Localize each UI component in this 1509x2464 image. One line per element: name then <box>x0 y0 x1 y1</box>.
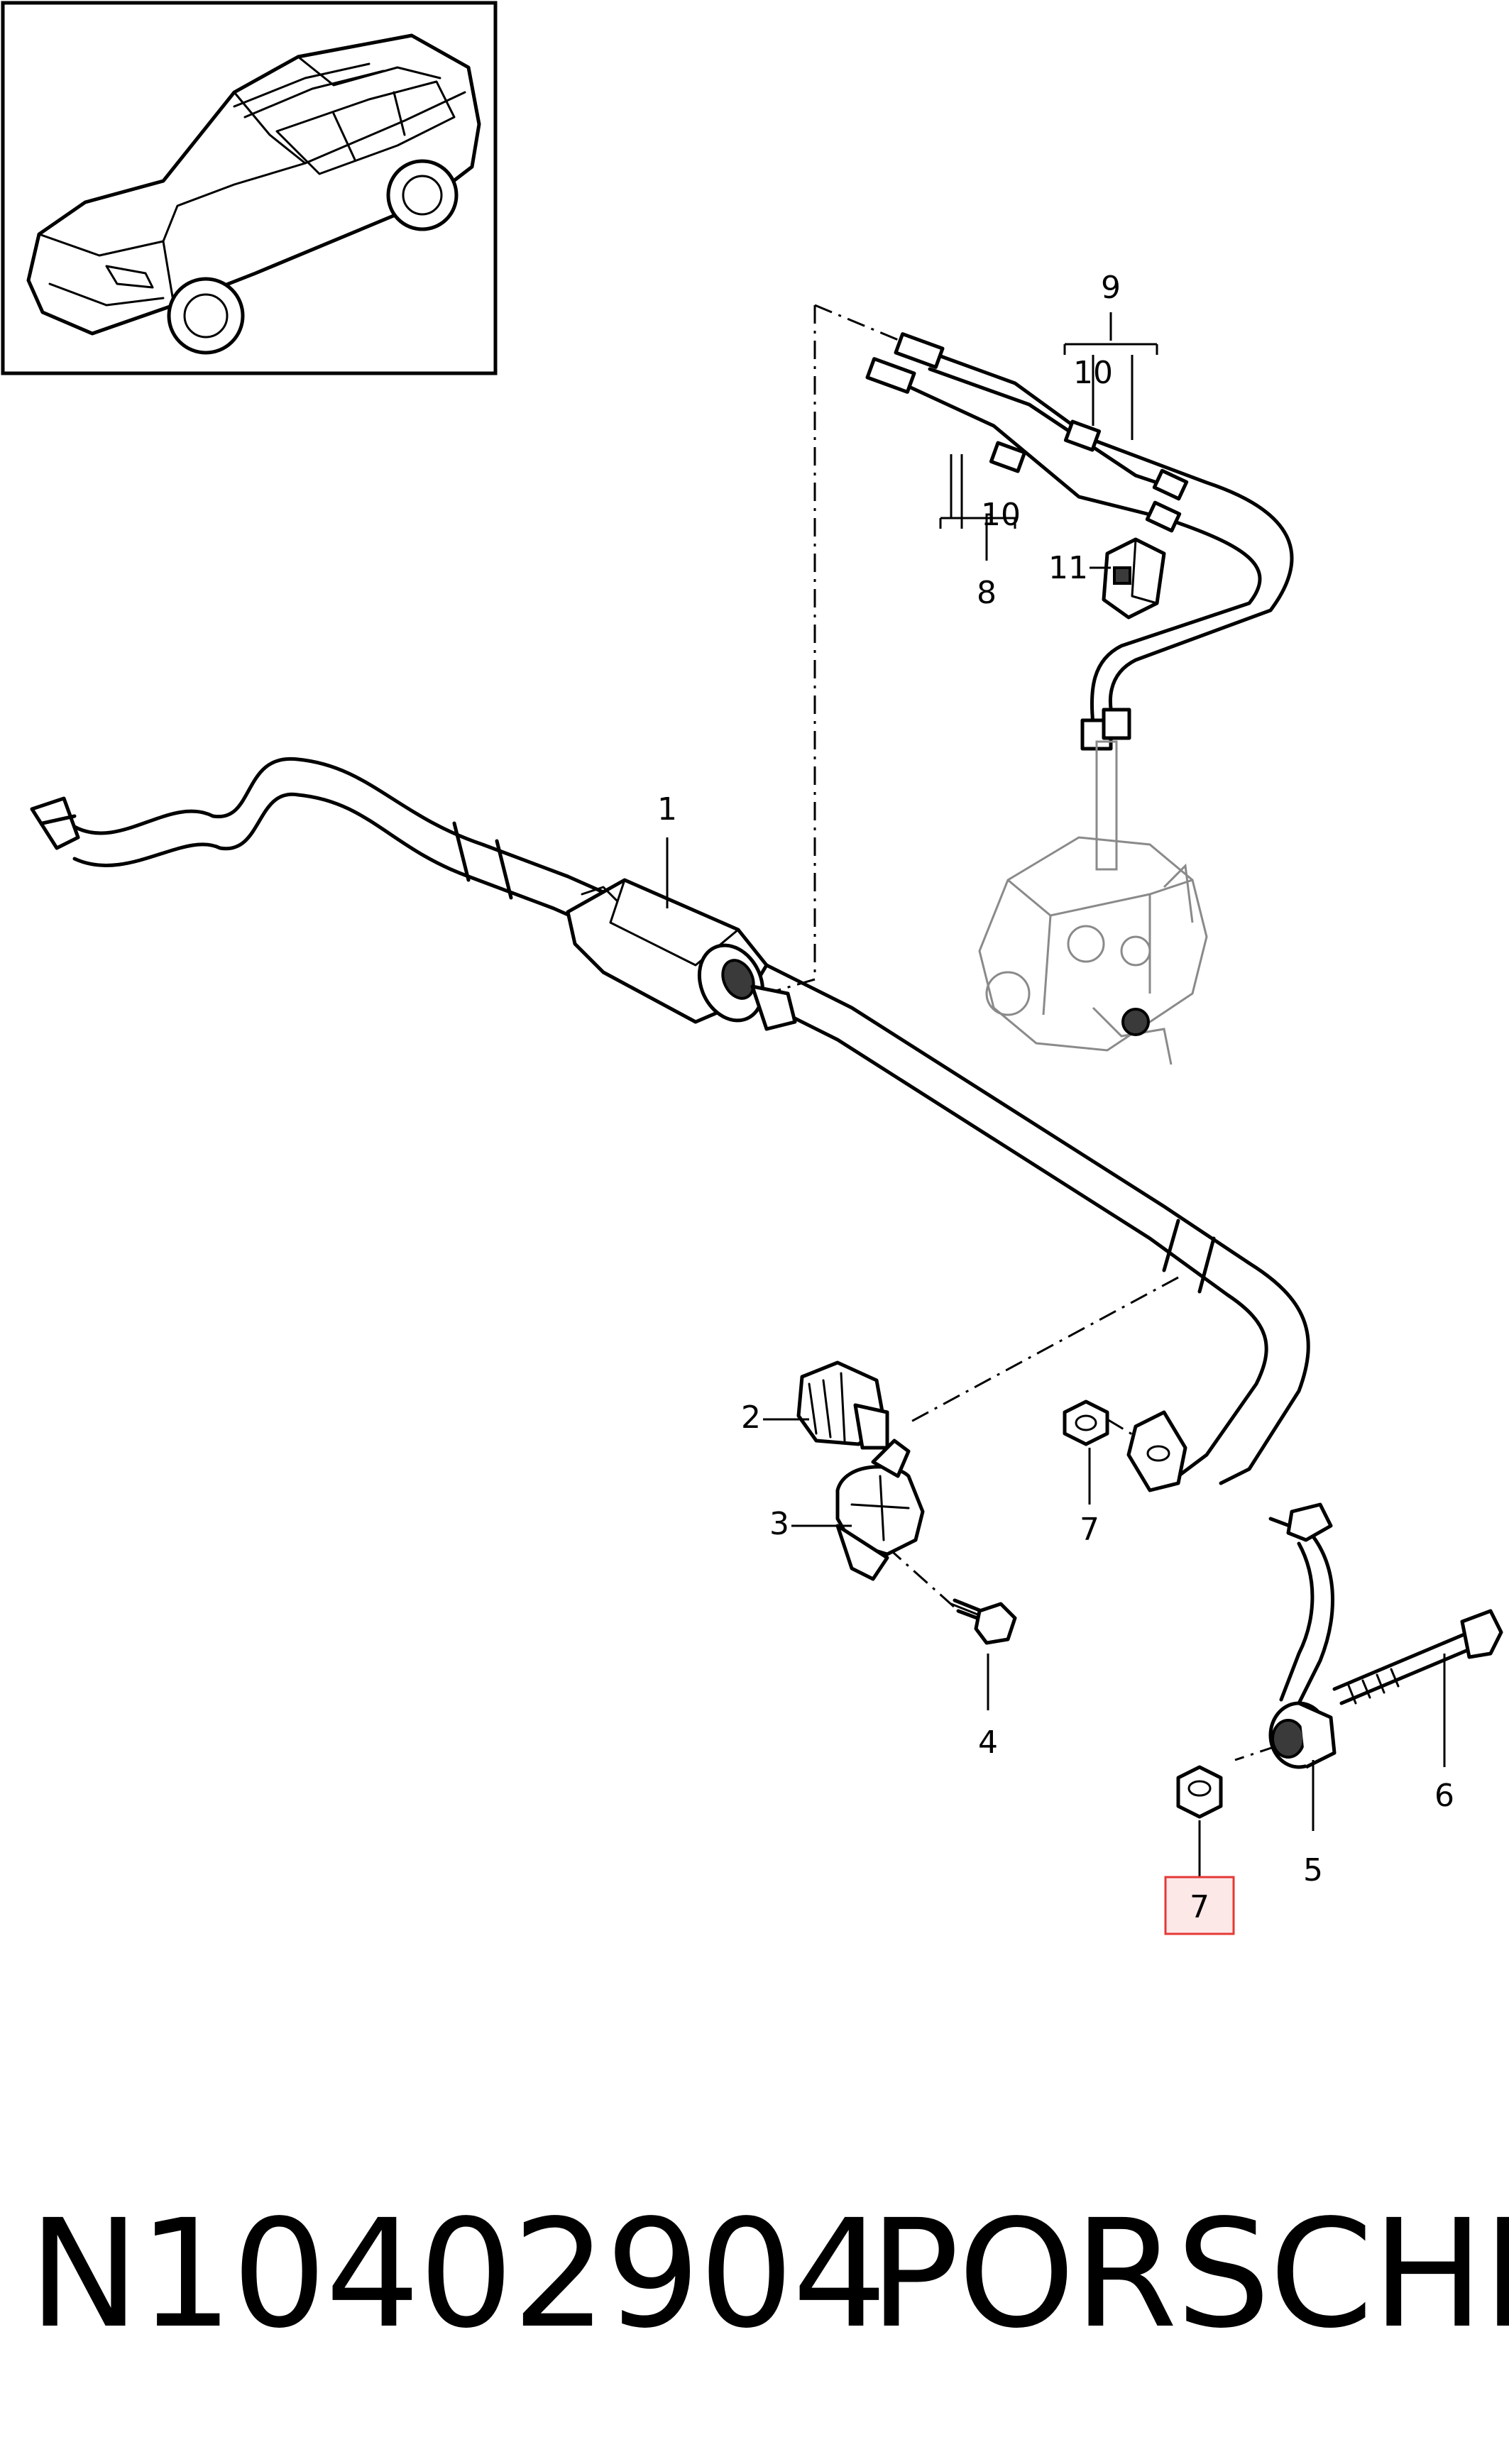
actuator-motor-icon <box>566 878 797 1031</box>
nut-upper-icon <box>1063 1399 1109 1446</box>
callout-2: 2 <box>741 1399 761 1436</box>
bushing-icon <box>796 1360 889 1450</box>
callout-4: 4 <box>978 1725 998 1761</box>
clamp-bracket-icon <box>835 1439 925 1581</box>
long-bolt-icon <box>1332 1609 1503 1705</box>
guide-lines <box>766 304 1278 1761</box>
vehicle-thumbnail-icon <box>26 33 481 355</box>
callout-5: 5 <box>1303 1852 1323 1888</box>
callout-7-highlighted: 7 <box>1190 1889 1209 1925</box>
holder-clip-icon <box>1102 537 1166 620</box>
stabilizer-bar-icon <box>30 757 1310 1485</box>
callout-7-upper: 7 <box>1080 1512 1099 1548</box>
callout-leaders <box>666 312 1446 1877</box>
callout-11: 11 <box>1048 550 1088 586</box>
part-number: N10402904 <box>28 2187 887 2361</box>
callout-3: 3 <box>769 1506 789 1542</box>
hydraulic-valve-block-icon <box>978 740 1208 1065</box>
callout-9: 9 <box>1101 270 1121 306</box>
callout-10-lower: 10 <box>981 497 1021 533</box>
bolt-icon <box>950 1598 1017 1645</box>
callout-10-upper: 10 <box>1073 355 1113 391</box>
nut-lower-icon <box>1176 1765 1223 1819</box>
coupling-link-icon <box>1268 1502 1337 1769</box>
callout-6: 6 <box>1434 1778 1454 1814</box>
callout-8: 8 <box>977 575 997 611</box>
hydraulic-lines-icon <box>865 332 1294 751</box>
callout-1: 1 <box>657 791 677 827</box>
brand-name: PORSCHE <box>869 2187 1509 2361</box>
highlighted-callout[interactable]: 7 <box>1164 1876 1235 1935</box>
stabilizer-end-lug-icon <box>1126 1410 1187 1492</box>
footer-caption: N10402904 PORSCHE <box>0 2193 1509 2356</box>
